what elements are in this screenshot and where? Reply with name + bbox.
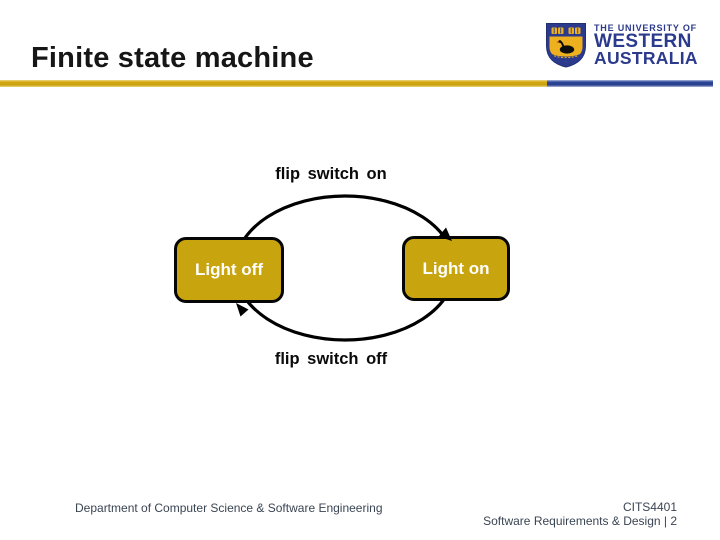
uwa-logo-wordmark: THE UNIVERSITY OF WESTERN AUSTRALIA	[594, 23, 698, 68]
uwa-logo-name-line1: WESTERN	[594, 31, 692, 52]
uwa-crest-icon	[546, 23, 586, 68]
header-divider-blue-segment	[547, 80, 713, 87]
header-divider	[0, 80, 720, 87]
header-divider-gold-segment	[0, 80, 547, 87]
transition-label-flip-switch-off: flip switch off	[274, 350, 388, 368]
state-box-light-off: Light off	[174, 237, 284, 303]
footer-course-info: CITS4401 Software Requirements & Design …	[483, 500, 677, 528]
uwa-logo-name-line2: AUSTRALIA	[594, 48, 698, 68]
arrowhead-bottom	[236, 303, 249, 317]
state-label-light-off: Light off	[195, 260, 263, 279]
footer-course-name: Software Requirements & Design | 2	[483, 513, 677, 528]
footer-department: Department of Computer Science & Softwar…	[75, 501, 383, 515]
uwa-logo: THE UNIVERSITY OF WESTERN AUSTRALIA	[544, 22, 698, 68]
state-label-light-on: Light on	[422, 258, 490, 278]
state-box-light-on: Light on	[402, 236, 510, 301]
footer-course-code: CITS4401	[622, 500, 677, 514]
transition-label-flip-switch-on: flip switch on	[275, 165, 387, 183]
uwa-logo-tagline: THE UNIVERSITY OF	[594, 23, 697, 33]
slide-title: Finite state machine	[31, 42, 314, 74]
